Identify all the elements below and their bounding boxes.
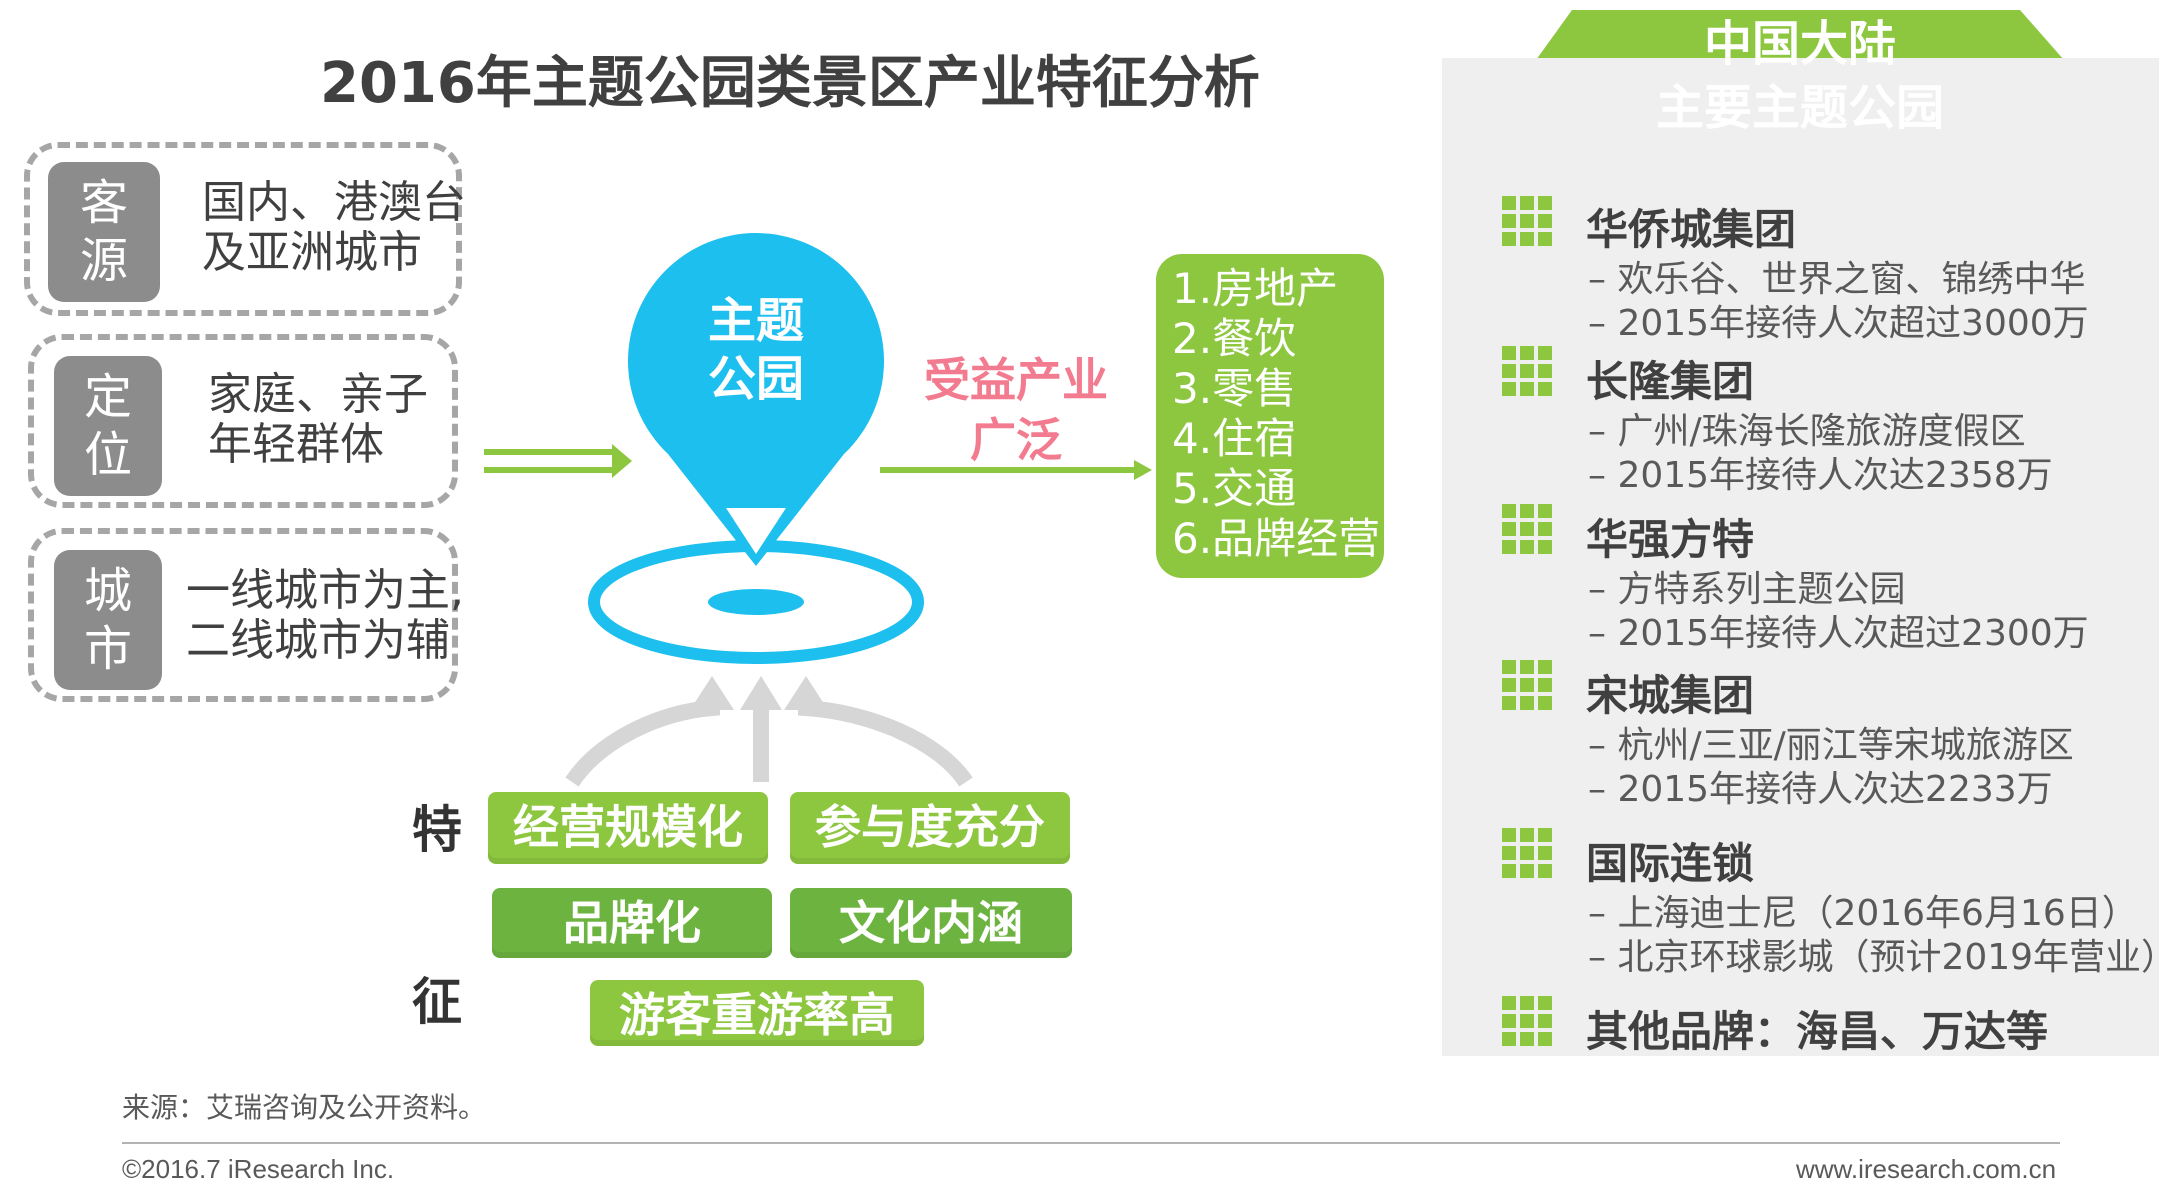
city-text: 一线城市为主, 二线城市为辅	[186, 565, 464, 666]
group-item: – 广州/珠海长隆旅游度假区	[1588, 411, 2026, 452]
grid-icon	[1502, 828, 1552, 878]
feature-brand: 品牌化	[492, 888, 772, 958]
group-item: – 上海迪士尼（2016年6月16日）	[1588, 893, 2138, 934]
group-item: – 北京环球影城（预计2019年营业）	[1588, 937, 2159, 978]
features-side-label-top: 特	[412, 801, 462, 859]
group-title: 长隆集团	[1586, 357, 1755, 406]
group-title: 其他品牌：海昌、万达等	[1586, 1007, 2049, 1056]
group-item: – 2015年接待人次超过2300万	[1588, 613, 2089, 654]
group-item: – 2015年接待人次达2233万	[1588, 769, 2053, 810]
source-box	[24, 142, 462, 316]
industry-item: 2.餐饮	[1172, 314, 1297, 363]
panel-badge-title: 中国大陆 主要主题公园	[1655, 16, 1944, 136]
grid-icon	[1502, 660, 1552, 710]
footer-divider	[122, 1142, 2060, 1144]
group-item: – 方特系列主题公园	[1588, 569, 1906, 610]
city-tag: 城 市	[54, 550, 162, 690]
pin-tip-triangle	[726, 508, 786, 554]
industry-item: 3.零售	[1172, 364, 1297, 413]
pin-base-dot	[708, 589, 804, 615]
group-title: 华强方特	[1586, 515, 1755, 564]
group-item: – 2015年接待人次超过3000万	[1588, 303, 2089, 344]
grid-icon	[1502, 504, 1552, 554]
grid-icon	[1502, 346, 1552, 396]
industry-list: 1.房地产 2.餐饮 3.零售 4.住宿 5.交通 6.品牌经营	[1156, 254, 1384, 578]
input-arrow-icon	[484, 449, 614, 473]
positioning-text: 家庭、亲子 年轻群体	[208, 369, 428, 470]
city-box	[28, 528, 458, 702]
group-title: 国际连锁	[1586, 839, 1755, 888]
grid-icon	[1502, 996, 1552, 1046]
industry-item: 4.住宿	[1172, 414, 1297, 463]
feature-scale: 经营规模化	[488, 792, 768, 864]
positioning-box	[28, 334, 458, 508]
page-title: 2016年主题公园类景区产业特征分析	[320, 51, 1260, 116]
features-side-label-bottom: 征	[412, 973, 462, 1031]
grid-icon	[1502, 196, 1552, 246]
group-item: – 杭州/三亚/丽江等宋城旅游区	[1588, 725, 2074, 766]
positioning-tag: 定 位	[54, 356, 162, 496]
right-panel	[1442, 58, 2159, 1056]
source-tag: 客 源	[48, 162, 160, 302]
feature-culture: 文化内涵	[790, 888, 1072, 958]
location-pin-icon	[628, 233, 885, 566]
group-title: 宋城集团	[1586, 671, 1755, 720]
copyright-text: ©2016.7 iResearch Inc.	[122, 1154, 395, 1184]
pin-label: 主题 公园	[707, 293, 804, 407]
benefit-label: 受益产业 广泛	[924, 353, 1108, 467]
feature-arrows-icon	[565, 700, 973, 787]
source-note: 来源：艾瑞咨询及公开资料。	[122, 1091, 487, 1124]
group-item: – 2015年接待人次达2358万	[1588, 455, 2053, 496]
industry-item: 5.交通	[1172, 464, 1297, 513]
group-title: 华侨城集团	[1586, 205, 1797, 254]
source-text: 国内、港澳台 及亚洲城市	[202, 177, 466, 278]
feature-participation: 参与度充分	[790, 792, 1070, 864]
industry-item: 1.房地产	[1172, 264, 1339, 313]
feature-revisit: 游客重游率高	[590, 980, 924, 1046]
group-item: – 欢乐谷、世界之窗、锦绣中华	[1588, 259, 2086, 300]
site-url: www.iresearch.com.cn	[1796, 1154, 2057, 1184]
industry-item: 6.品牌经营	[1172, 514, 1381, 563]
